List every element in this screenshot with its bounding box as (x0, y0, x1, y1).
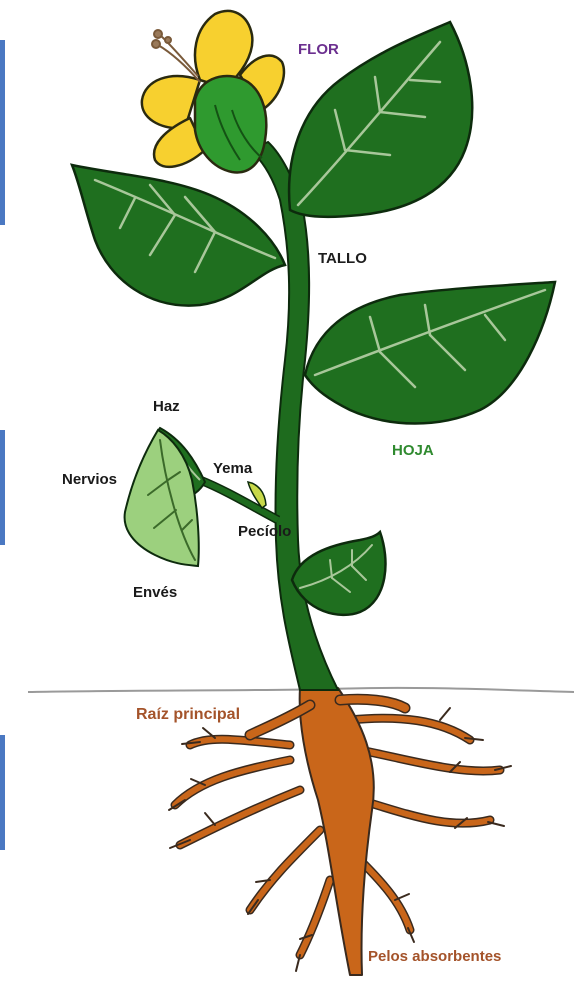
flower (142, 11, 284, 172)
label-nervios: Nervios (62, 472, 117, 487)
left-edge-decoration-middle (0, 430, 5, 545)
leaf-middle-right (305, 282, 555, 424)
left-edge-decoration-bottom (0, 735, 5, 850)
label-peciolo: Pecíolo (238, 524, 291, 539)
label-haz: Haz (153, 399, 180, 414)
left-edge-decoration-top (0, 40, 5, 225)
label-pelos-absorbentes: Pelos absorbentes (368, 949, 501, 964)
root-system (169, 688, 511, 975)
label-tallo: TALLO (318, 251, 367, 266)
label-raiz-principal: Raíz principal (136, 707, 240, 723)
label-flor: FLOR (298, 42, 339, 57)
label-enves: Envés (133, 585, 177, 600)
label-hoja: HOJA (392, 443, 434, 458)
leaf-upper-left (72, 165, 285, 306)
leaf-enves (125, 430, 199, 566)
label-yema: Yema (213, 461, 252, 476)
